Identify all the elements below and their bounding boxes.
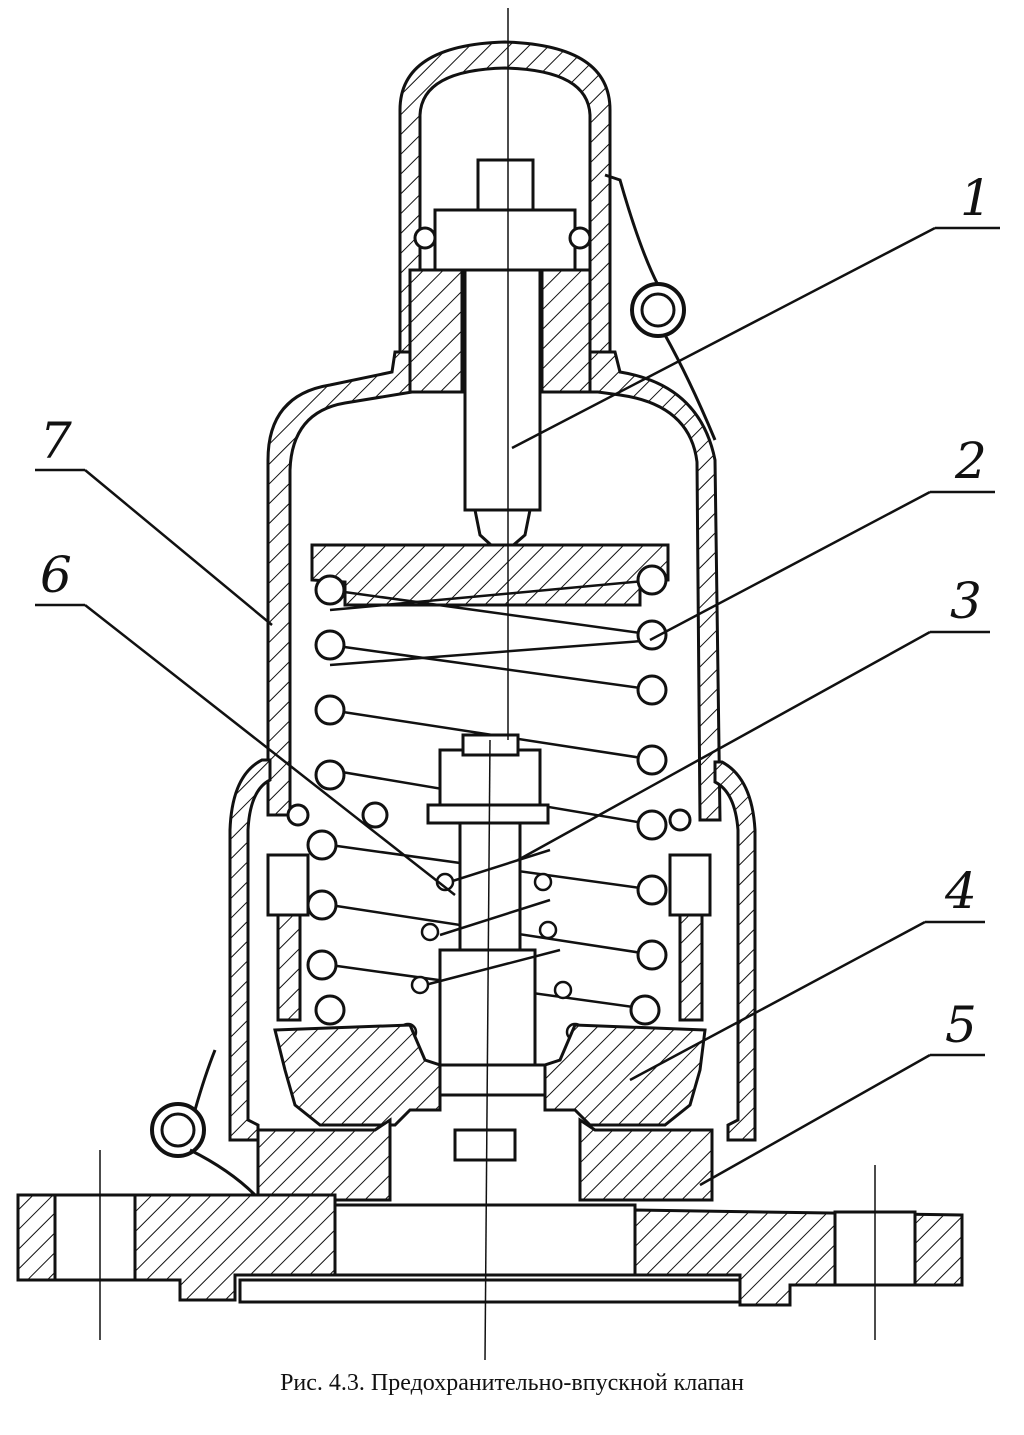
lower-guide-sleeve <box>266 853 712 1022</box>
callout-3: 3 <box>950 572 982 630</box>
seal-ring-right <box>604 173 717 441</box>
mounting-flange <box>16 1193 964 1307</box>
centre-axis <box>99 8 876 1361</box>
leader-lines <box>35 226 1000 1187</box>
valve-disc <box>273 1023 707 1127</box>
figure-caption: Рис. 4.3. Предохранительно-впускной клап… <box>280 1370 744 1396</box>
callout-1: 1 <box>960 169 992 227</box>
main-spring-coil-sections <box>286 564 692 1026</box>
valve-body <box>256 1117 714 1202</box>
callout-4: 4 <box>944 862 977 920</box>
valve-cap <box>398 40 612 362</box>
callout-6: 6 <box>40 546 72 604</box>
callout-2: 2 <box>954 432 987 490</box>
callout-7: 7 <box>40 412 72 470</box>
adjusting-screw <box>413 158 592 558</box>
bonnet-housing <box>266 350 722 822</box>
outer-shroud <box>228 758 757 1142</box>
callout-5: 5 <box>945 996 977 1054</box>
seal-ring-left <box>150 1049 257 1197</box>
